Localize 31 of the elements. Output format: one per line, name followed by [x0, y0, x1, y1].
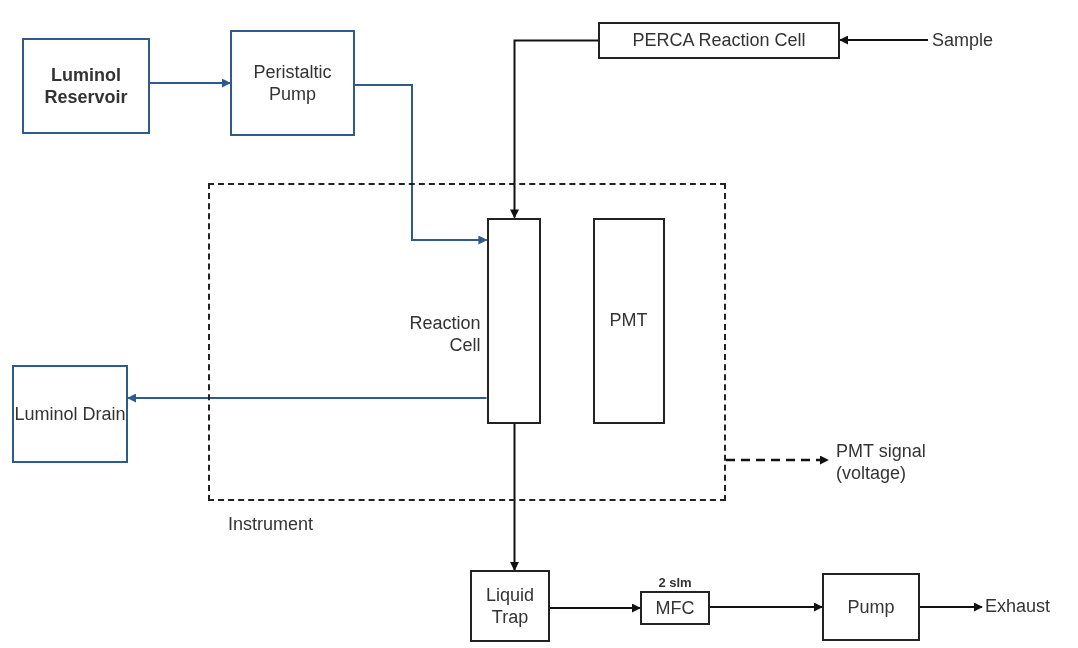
arrow [726, 455, 829, 465]
arrow [919, 602, 983, 612]
flow-rate-label: 2 slm [657, 574, 693, 591]
node-label: Luminol Drain [14, 402, 126, 426]
node-label: Liquid Trap [484, 583, 535, 629]
process-box [592, 217, 665, 424]
arrow [549, 603, 641, 613]
process-box [230, 30, 355, 136]
arrow [510, 422, 519, 571]
arrow [839, 35, 929, 45]
output-label: PMT signal (voltage) [836, 434, 986, 490]
heading-label: Reaction Cell [408, 311, 481, 357]
process-box [470, 570, 550, 642]
arrow [127, 393, 488, 403]
process-box [822, 573, 920, 641]
node-label: Luminol Reservoir [43, 63, 129, 109]
node-label: PMT [609, 309, 648, 332]
node-label: Pump [847, 595, 895, 619]
process-box [12, 365, 128, 463]
process-box [22, 38, 150, 134]
node-label: MFC [655, 596, 695, 620]
arrow [709, 602, 823, 612]
arrow [149, 78, 231, 88]
arrow [354, 84, 488, 245]
node-label: Peristaltic Pump [252, 60, 333, 106]
input-label: Sample [932, 26, 1032, 54]
output-label: Exhaust [985, 592, 1075, 620]
node-label: PERCA Reaction Cell [632, 29, 806, 52]
heading-label: Instrument [228, 513, 315, 536]
process-box [598, 22, 840, 59]
arrow [510, 39, 599, 219]
